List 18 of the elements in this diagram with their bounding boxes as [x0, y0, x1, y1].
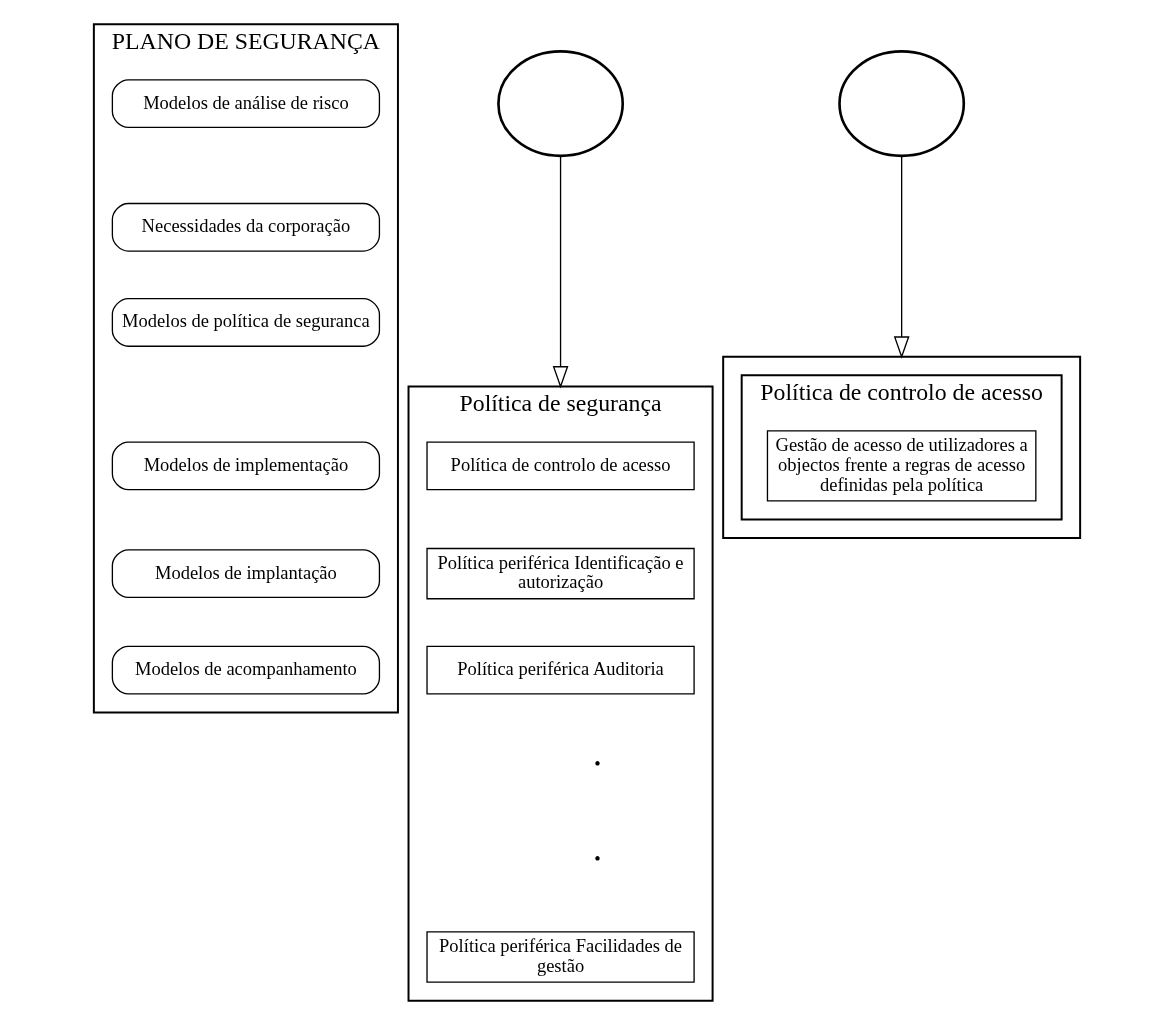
node-box: Modelos de implantação — [111, 549, 381, 599]
label: • — [594, 849, 601, 870]
label: • — [594, 754, 601, 775]
node-box: Gestão de acesso de utilizadores a objectos frente a regras de acesso definidas pela política — [766, 430, 1037, 502]
node-box: Modelos de implementação — [111, 441, 381, 491]
node-box: Necessidades da corporação — [111, 202, 381, 252]
node-box: Política periférica Identificação e autorização — [426, 547, 695, 600]
arrow — [552, 155, 569, 389]
node-box: Política periférica Auditoria — [426, 645, 695, 695]
node-box: Modelos de análise de risco — [111, 79, 381, 129]
node-circle — [838, 50, 966, 158]
node-circle — [497, 50, 625, 158]
node-box: Política periférica Facilidades de gestão — [426, 931, 695, 983]
node-box: Modelos de acompanhamento — [111, 645, 381, 695]
arrow — [893, 155, 910, 359]
cluster — [722, 355, 1082, 539]
node-box: Modelos de política de seguranca — [111, 298, 381, 347]
node-box: Política de controlo de acesso — [426, 441, 695, 491]
